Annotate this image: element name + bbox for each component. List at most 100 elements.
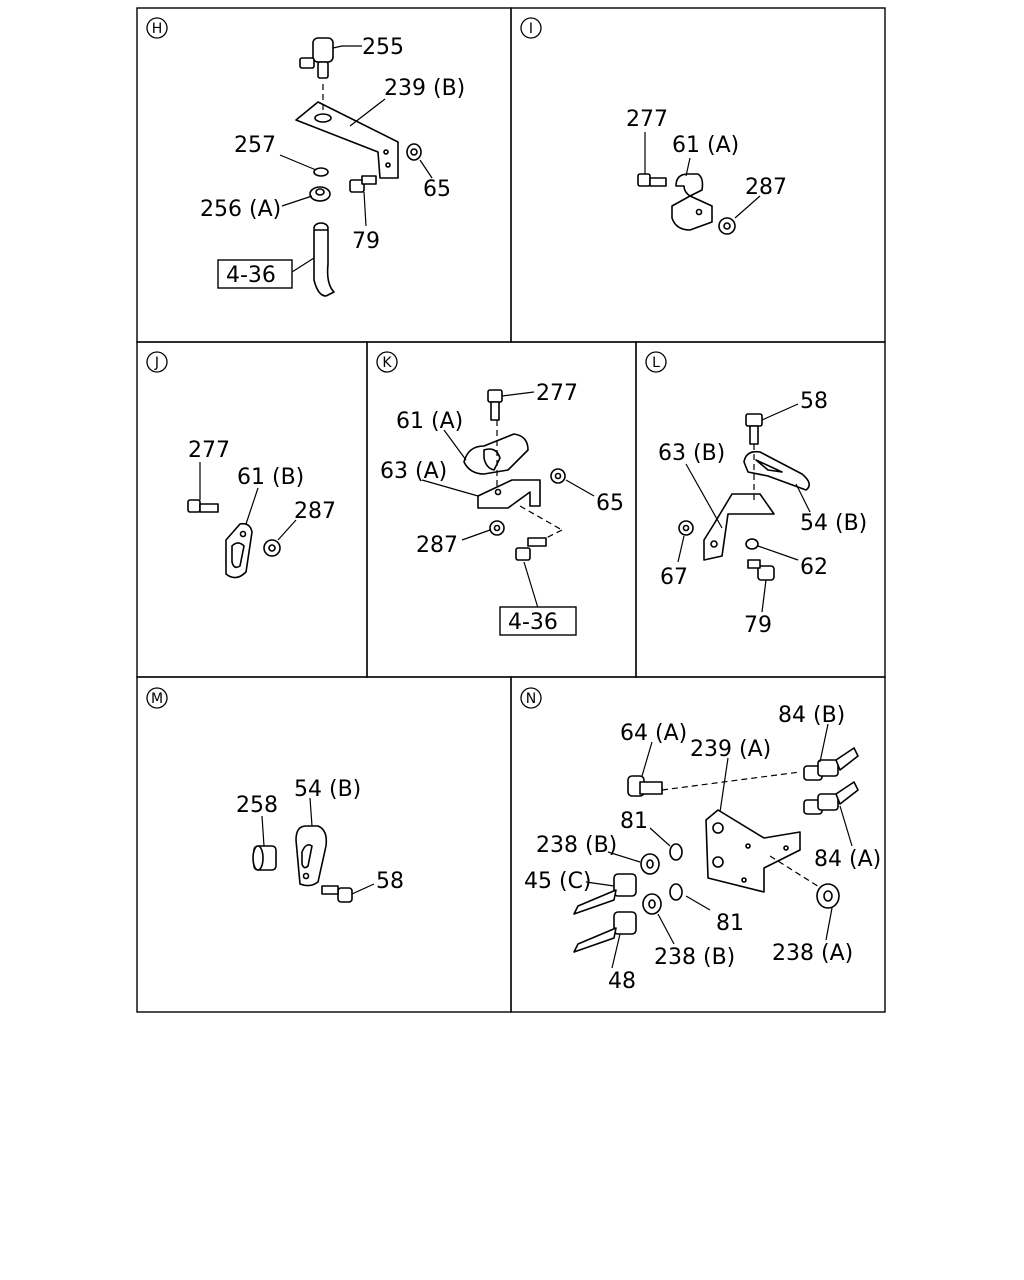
label-45c: 45 (C) xyxy=(524,869,592,894)
label-239b: 239 (B) xyxy=(384,76,465,101)
part-287-nut xyxy=(489,520,505,536)
label-65: 65 xyxy=(423,177,451,202)
part-81-washer-1 xyxy=(669,843,683,861)
panel-h-id: H xyxy=(152,21,163,37)
part-61a-clip xyxy=(671,173,713,231)
part-238b-nut-2 xyxy=(642,893,662,915)
panel-n-marker xyxy=(520,687,542,709)
panel-j: J 277 61 (B) 287 xyxy=(136,341,368,678)
label-ref-4-36: 4-36 xyxy=(226,263,276,288)
panel-l-marker xyxy=(645,351,667,373)
label-63a: 63 (A) xyxy=(380,459,447,484)
label-62: 62 xyxy=(800,555,828,580)
label-256a: 256 (A) xyxy=(200,197,281,222)
label-63b: 63 (B) xyxy=(658,441,725,466)
label-257: 257 xyxy=(234,133,276,158)
part-84b-fitting xyxy=(803,747,859,781)
panel-l: L 58 63 (B) 5 xyxy=(635,341,886,678)
label-84a: 84 (A) xyxy=(814,847,881,872)
label-258: 258 xyxy=(236,793,278,818)
part-61a-clip xyxy=(463,433,529,475)
part-45c-pipe xyxy=(573,873,637,915)
panel-i-id: I xyxy=(529,21,533,37)
label-61a: 61 (A) xyxy=(396,409,463,434)
part-79-bolt xyxy=(349,175,377,193)
part-257-ring xyxy=(313,167,329,177)
part-65-nut xyxy=(550,468,566,484)
part-63b-bracket xyxy=(703,444,775,561)
panel-h-marker xyxy=(146,17,168,39)
part-hose xyxy=(313,222,335,297)
part-67-nut xyxy=(678,520,694,536)
label-61b: 61 (B) xyxy=(237,465,304,490)
panel-i-marker xyxy=(520,17,542,39)
panel-m-id: M xyxy=(151,691,163,707)
label-67: 67 xyxy=(660,565,688,590)
label-277: 277 xyxy=(626,107,668,132)
part-258-sleeve xyxy=(252,845,277,871)
label-287: 287 xyxy=(745,175,787,200)
part-287-nut xyxy=(718,217,736,235)
part-255-fitting xyxy=(299,37,343,79)
panel-k-id: K xyxy=(382,355,392,371)
panel-k: K xyxy=(366,341,637,678)
label-81-1: 81 xyxy=(620,809,648,834)
label-48: 48 xyxy=(608,969,636,994)
part-81-washer-2 xyxy=(669,883,683,901)
ref-box-4-36 xyxy=(217,259,293,289)
part-63a-bracket xyxy=(477,420,563,547)
part-277-bolt xyxy=(487,389,503,421)
label-287: 287 xyxy=(416,533,458,558)
label-81-2: 81 xyxy=(716,911,744,936)
label-239a: 239 (A) xyxy=(690,737,771,762)
panel-n-id: N xyxy=(526,691,536,707)
label-79: 79 xyxy=(744,613,772,638)
panel-j-marker xyxy=(146,351,168,373)
panel-h: H xyxy=(136,7,512,343)
part-277-bolt xyxy=(187,499,219,513)
part-65-nut xyxy=(406,143,422,161)
label-54b: 54 (B) xyxy=(800,511,867,536)
part-239a-bracket xyxy=(661,771,825,893)
label-238a: 238 (A) xyxy=(772,941,853,966)
label-54b: 54 (B) xyxy=(294,777,361,802)
label-65: 65 xyxy=(596,491,624,516)
label-238b-2: 238 (B) xyxy=(654,945,735,970)
part-79-bolt xyxy=(747,559,775,581)
label-61a: 61 (A) xyxy=(672,133,739,158)
label-58: 58 xyxy=(376,869,404,894)
label-79: 79 xyxy=(352,229,380,254)
ref-box-4-36 xyxy=(499,606,577,636)
part-bolt-4-36 xyxy=(515,537,547,561)
part-84a-fitting xyxy=(803,781,859,815)
part-238b-nut-1 xyxy=(640,853,660,875)
part-239b-bracket xyxy=(295,84,399,179)
panel-l-id: L xyxy=(652,355,660,371)
label-58: 58 xyxy=(800,389,828,414)
label-277: 277 xyxy=(188,438,230,463)
part-54b-clip xyxy=(295,825,328,887)
panel-m-marker xyxy=(146,687,168,709)
panel-n: N xyxy=(510,676,886,1013)
part-277-bolt xyxy=(637,173,667,187)
label-ref-4-36: 4-36 xyxy=(508,610,558,635)
part-256a-nut xyxy=(309,186,331,202)
label-84b: 84 (B) xyxy=(778,703,845,728)
panel-i: I 277 61 (A) 287 xyxy=(510,7,886,343)
part-287-nut xyxy=(263,539,281,557)
part-64a-bolt xyxy=(627,775,663,797)
part-58-bolt xyxy=(745,413,763,445)
label-287: 287 xyxy=(294,499,336,524)
label-277: 277 xyxy=(536,381,578,406)
part-62-washer xyxy=(745,538,759,550)
panel-k-marker xyxy=(376,351,398,373)
part-238a-nut xyxy=(816,883,840,909)
part-58-bolt xyxy=(321,885,353,903)
panel-j-id: J xyxy=(154,355,159,371)
label-64a: 64 (A) xyxy=(620,721,687,746)
panel-n-frame xyxy=(510,676,886,1013)
part-61b-clip xyxy=(225,522,253,579)
label-238b-1: 238 (B) xyxy=(536,833,617,858)
part-48-pipe xyxy=(573,911,637,953)
